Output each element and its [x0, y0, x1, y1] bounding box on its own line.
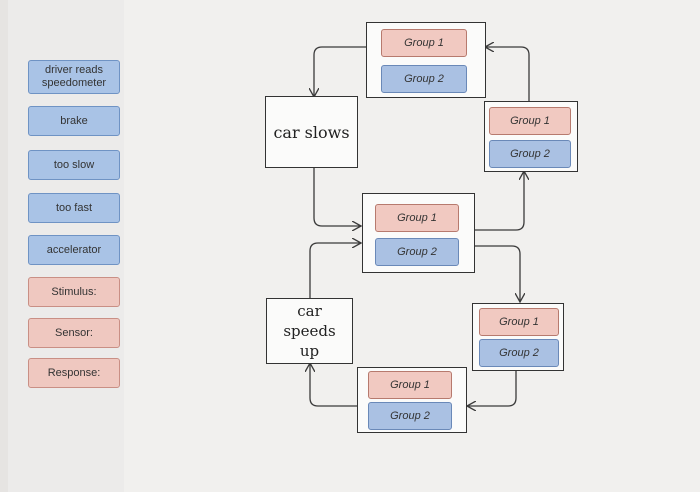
- arrow-car-slows-to-middle: [313, 168, 360, 226]
- chip-response[interactable]: Response:: [28, 358, 120, 388]
- chip-stimulus[interactable]: Stimulus:: [28, 277, 120, 307]
- chip-accelerator[interactable]: accelerator: [28, 235, 120, 265]
- arrow-right-lower-to-bottom: [468, 370, 517, 406]
- drop-slot-group1[interactable]: Group 1: [368, 371, 452, 399]
- arrow-right-upper-to-top: [486, 47, 530, 101]
- chip-too-fast[interactable]: too fast: [28, 193, 120, 223]
- arrow-car-speeds-up-to-middle: [309, 243, 360, 298]
- arrow-middle-to-right-lower: [475, 245, 520, 301]
- arrow-top-to-car-slows: [314, 46, 366, 96]
- chip-too-slow[interactable]: too slow: [28, 150, 120, 180]
- drop-box-top: Group 1 Group 2: [366, 22, 486, 98]
- drop-slot-group2[interactable]: Group 2: [479, 339, 559, 367]
- drop-slot-group1[interactable]: Group 1: [381, 29, 467, 57]
- arrow-bottom-to-car-speeds-up: [310, 364, 357, 407]
- drop-box-bottom: Group 1 Group 2: [357, 367, 467, 433]
- drop-slot-group1[interactable]: Group 1: [479, 308, 559, 336]
- drop-slot-group1[interactable]: Group 1: [489, 107, 571, 135]
- chip-driver-reads-speedometer[interactable]: driver reads speedometer: [28, 60, 120, 94]
- drop-slot-group2[interactable]: Group 2: [375, 238, 459, 266]
- drop-box-right-lower: Group 1 Group 2: [472, 303, 564, 371]
- chip-brake[interactable]: brake: [28, 106, 120, 136]
- chip-sensor[interactable]: Sensor:: [28, 318, 120, 348]
- drop-box-right-upper: Group 1 Group 2: [484, 101, 578, 172]
- car-speeds-up-label: car speeds up: [266, 298, 353, 364]
- arrow-middle-to-right-upper: [475, 172, 524, 231]
- drop-slot-group2[interactable]: Group 2: [368, 402, 452, 430]
- car-slows-label: car slows: [265, 96, 358, 168]
- answer-palette: driver reads speedometer brake too slow …: [8, 0, 125, 492]
- drop-slot-group2[interactable]: Group 2: [489, 140, 571, 168]
- drop-slot-group1[interactable]: Group 1: [375, 204, 459, 232]
- drop-slot-group2[interactable]: Group 2: [381, 65, 467, 93]
- drop-box-middle: Group 1 Group 2: [362, 193, 475, 273]
